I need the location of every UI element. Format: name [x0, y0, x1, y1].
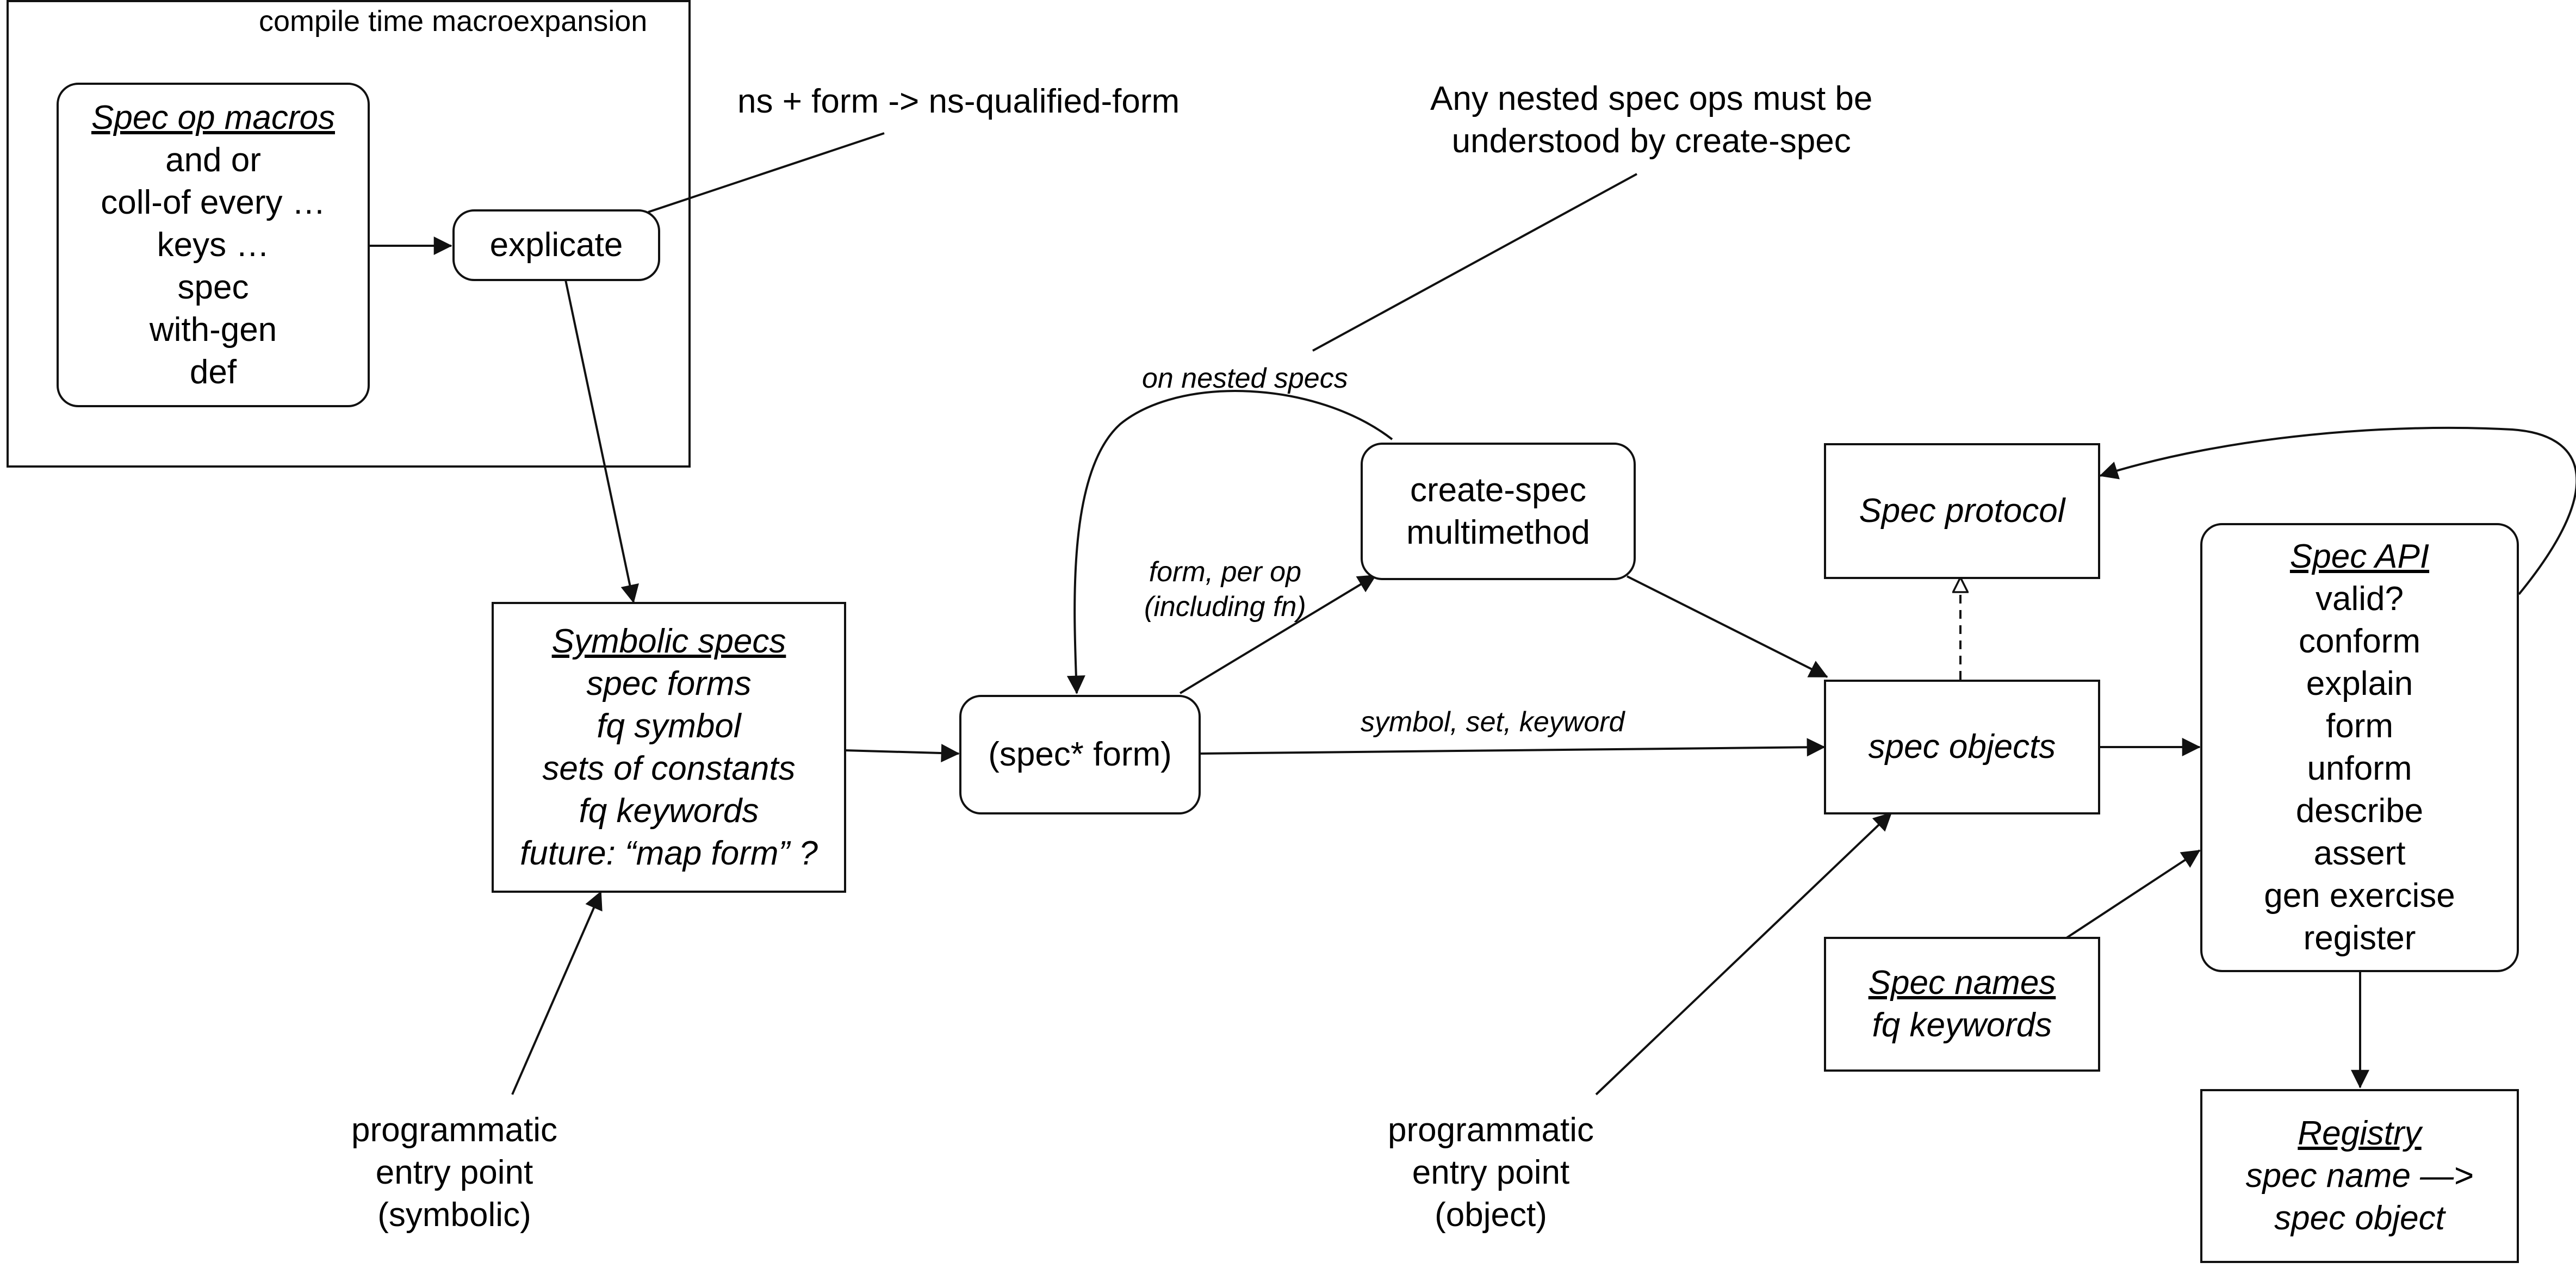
symbolic-specs-node: Symbolic specs spec forms fq symbol sets… [492, 602, 846, 893]
ns-form-annotation: ns + form -> ns-qualified-form [737, 83, 1180, 120]
create-spec-node: create-spec multimethod [1361, 443, 1636, 580]
symbolic-specs-title: Symbolic specs [551, 622, 786, 660]
spec-api-line: valid? [2316, 580, 2404, 618]
registry-node: Registry spec name —> spec object [2200, 1089, 2519, 1263]
spec-names-title: Spec names [1868, 964, 2056, 1002]
edge-api-to-protocol [2099, 426, 2576, 595]
edge-nested-specs [1066, 390, 1393, 694]
spec-api-line: gen exercise [2264, 877, 2455, 915]
edge-names-to-api [2065, 849, 2201, 939]
edge-specstar-to-objects [1199, 738, 1826, 757]
entry-symbolic-line: entry point [375, 1154, 533, 1191]
spec-api-line: describe [2295, 792, 2424, 830]
edge-explicate-to-symbolic [564, 279, 639, 604]
spec-protocol-node: Spec protocol [1824, 443, 2100, 579]
spec-api-line: conform [2299, 623, 2420, 660]
nested-note-line: understood by create-spec [1451, 122, 1851, 160]
entry-point-symbolic: programmatic entry point (symbolic) [351, 1109, 557, 1236]
edge-createspec-to-objects [1627, 575, 1828, 678]
spec-protocol-label: Spec protocol [1859, 492, 2065, 530]
spec-api-title: Spec API [2289, 538, 2430, 575]
spec-names-node: Spec names fq keywords [1824, 937, 2100, 1072]
form-per-op-label: form, per op (including fn) [1144, 555, 1306, 624]
explicate-node: explicate [452, 209, 660, 281]
form-per-op-line: form, per op [1149, 556, 1302, 588]
symbol-set-keyword-label: symbol, set, keyword [1361, 706, 1625, 738]
explicate-label: explicate [489, 226, 623, 264]
spec-objects-label: spec objects [1868, 728, 2056, 766]
macro-line: and or [165, 141, 261, 179]
spec-api-line: register [2303, 919, 2416, 957]
symbolic-spec-line: sets of constants [542, 749, 796, 787]
spec-op-macros-node: Spec op macros and or coll-of every … ke… [57, 83, 370, 407]
symbolic-spec-line: fq keywords [579, 792, 759, 830]
symbolic-spec-line: future: “map form” ? [520, 834, 818, 872]
symbolic-spec-line: spec forms [586, 664, 752, 702]
macro-line: coll-of every … [101, 183, 326, 221]
form-per-op-line: (including fn) [1144, 591, 1306, 623]
edge-symbolic-to-specstar [844, 744, 960, 763]
entry-point-object: programmatic entry point (object) [1388, 1109, 1594, 1236]
entry-object-line: programmatic [1388, 1111, 1594, 1149]
spec-star-form-node: (spec* form) [959, 695, 1201, 814]
spec-api-line: explain [2306, 665, 2413, 702]
edge-entry-object [1595, 812, 1892, 1096]
spec-op-macros-title: Spec op macros [91, 98, 335, 136]
entry-object-line: (object) [1435, 1196, 1547, 1234]
spec-names-line: fq keywords [1872, 1006, 2052, 1044]
macro-line: with-gen [149, 310, 277, 349]
registry-line: spec object [2274, 1199, 2445, 1237]
entry-object-line: entry point [1412, 1154, 1570, 1191]
spec-api-line: unform [2307, 750, 2412, 787]
on-nested-specs-label: on nested specs [1142, 363, 1348, 394]
edge-specstar-to-createspec [1179, 574, 1377, 694]
nested-note-line: Any nested spec ops must be [1430, 80, 1873, 117]
symbolic-spec-line: fq symbol [597, 707, 741, 745]
entry-symbolic-line: programmatic [351, 1111, 557, 1149]
frame-title: compile time macroexpansion [259, 5, 648, 38]
macro-line: def [189, 353, 237, 391]
edge-explicate-note [648, 132, 885, 213]
spec-api-node: Spec API valid? conform explain form unf… [2200, 523, 2519, 972]
create-spec-line: multimethod [1406, 513, 1590, 551]
entry-symbolic-line: (symbolic) [377, 1196, 531, 1234]
registry-line: spec name —> [2245, 1157, 2474, 1195]
macro-line: spec [177, 268, 249, 306]
compile-time-frame [7, 0, 691, 468]
spec-api-line: form [2326, 707, 2393, 745]
spec-star-form-label: (spec* form) [988, 736, 1172, 773]
spec-api-line: assert [2313, 835, 2406, 872]
nested-spec-note: Any nested spec ops must be understood b… [1430, 78, 1872, 163]
edge-entry-symbolic [511, 891, 603, 1095]
edge-createspec-note [1312, 173, 1637, 352]
registry-title: Registry [2298, 1115, 2422, 1152]
macro-line: keys … [157, 226, 270, 264]
spec-objects-node: spec objects [1824, 680, 2100, 814]
create-spec-line: create-spec [1410, 471, 1586, 509]
